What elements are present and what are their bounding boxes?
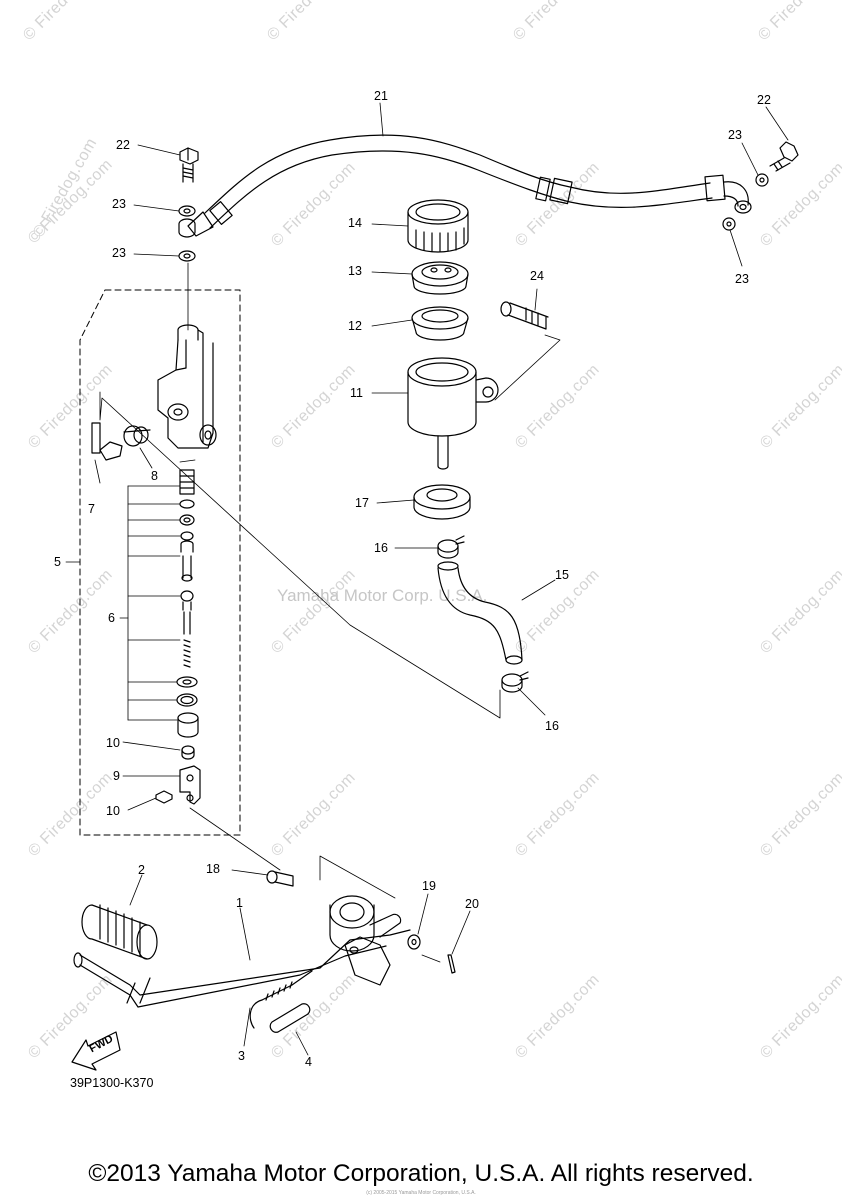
- assembly-boundary: [79, 289, 241, 836]
- callout-9: 9: [113, 769, 120, 783]
- callout-23: 23: [112, 197, 126, 211]
- washer: [407, 934, 421, 950]
- callout-18: 18: [206, 862, 220, 876]
- washer: [178, 205, 196, 217]
- callout-3: 3: [238, 1049, 245, 1063]
- cotter-pin: [447, 954, 456, 974]
- connection-lines: [99, 334, 561, 899]
- callout-24: 24: [530, 269, 544, 283]
- callout-8: 8: [151, 469, 158, 483]
- brake-pedal: [73, 895, 411, 1008]
- callout-21: 21: [374, 89, 388, 103]
- center-watermark: Yamaha Motor Corp. U.S.A.: [277, 586, 488, 605]
- diaphragm: [411, 306, 469, 341]
- callout-5: 5: [54, 555, 61, 569]
- clevis: [155, 765, 201, 805]
- union-bolt-left: [179, 147, 199, 183]
- callout-20: 20: [465, 897, 479, 911]
- return-spring: [249, 970, 313, 1029]
- reservoir-cap: [407, 199, 469, 253]
- callout-bracket: [65, 447, 181, 811]
- callout-19: 19: [422, 879, 436, 893]
- callout-10: 10: [106, 736, 120, 750]
- callout-15: 15: [555, 568, 569, 582]
- callout-1: 1: [236, 896, 243, 910]
- bleed-screw: [123, 425, 151, 447]
- tiny-footer: (c) 2005-2015 Yamaha Motor Corporation, …: [366, 1190, 476, 1196]
- callout-16: 16: [374, 541, 388, 555]
- hose-clamp: [437, 535, 465, 559]
- reservoir-cover: [413, 484, 471, 520]
- washer: [178, 250, 196, 262]
- reservoir-bolt: [500, 301, 549, 330]
- spring-cover: [269, 1003, 311, 1033]
- callout-12: 12: [348, 319, 362, 333]
- callout-11: 11: [350, 386, 363, 400]
- master-cylinder-body: [157, 324, 217, 449]
- callout-22: 22: [757, 93, 771, 107]
- banjo-fitting: [178, 218, 196, 238]
- callout-7: 7: [88, 502, 95, 516]
- callout-23: 23: [735, 272, 749, 286]
- reservoir-tank: [407, 357, 499, 470]
- callout-10: 10: [106, 804, 120, 818]
- brake-hose: [187, 134, 752, 237]
- hose-clamp: [501, 671, 529, 693]
- diaphragm-plate: [411, 261, 469, 295]
- pedal-rubber: [81, 904, 158, 960]
- piston-kit: [176, 469, 199, 760]
- washer: [722, 217, 736, 231]
- forward-arrow-icon: [71, 1031, 121, 1071]
- callout-17: 17: [355, 496, 369, 510]
- copyright-notice: ©2013 Yamaha Motor Corporation, U.S.A. A…: [88, 1160, 754, 1187]
- hose-joint: [91, 422, 123, 461]
- washer: [755, 173, 769, 187]
- callout-14: 14: [348, 216, 362, 230]
- callout-23: 23: [112, 246, 126, 260]
- pivot-bolt: [266, 870, 294, 887]
- callout-23: 23: [728, 128, 742, 142]
- callout-2: 2: [138, 863, 145, 877]
- callout-4: 4: [305, 1055, 312, 1069]
- callout-16: 16: [545, 719, 559, 733]
- callout-22: 22: [116, 138, 130, 152]
- reservoir-hose: [437, 561, 523, 665]
- callout-13: 13: [348, 264, 362, 278]
- diagram-code: 39P1300-K370: [70, 1076, 154, 1090]
- callout-6: 6: [108, 611, 115, 625]
- union-bolt-right: [769, 141, 799, 172]
